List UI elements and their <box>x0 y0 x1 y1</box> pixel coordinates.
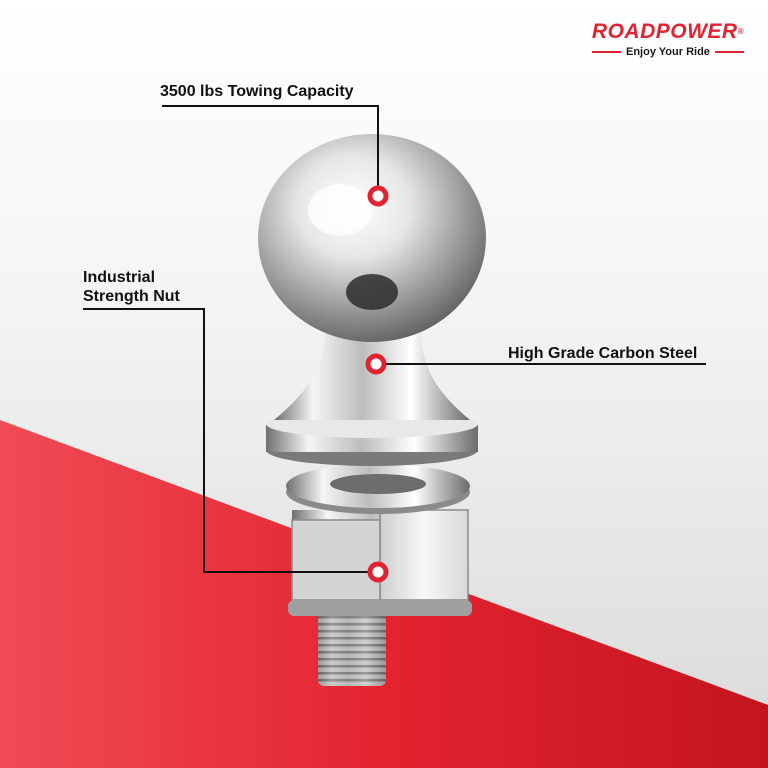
brand-name: ROADPOWER <box>591 20 738 43</box>
ball-neck <box>274 330 470 420</box>
strength-nut-label-line1: Industrial <box>83 269 156 286</box>
strength-nut-label: Industrial Strength Nut <box>83 268 180 306</box>
brand-rule-right <box>714 51 744 53</box>
hex-nut <box>288 509 472 616</box>
nut-callout-line <box>83 308 378 573</box>
lock-washer <box>286 464 470 514</box>
towing-capacity-label: 3500 lbs Towing Capacity <box>160 83 354 100</box>
nut-marker-icon <box>367 561 389 583</box>
registered-mark: ® <box>737 27 744 36</box>
strength-nut-label-line2: Strength Nut <box>83 288 180 305</box>
hitch-ball <box>258 134 486 342</box>
brand-logo: ROADPOWER® Enjoy Your Ride <box>591 20 744 58</box>
base-flange <box>266 410 478 466</box>
brand-rule-left <box>591 51 621 53</box>
ball-marker-icon <box>367 185 389 207</box>
brand-tagline: Enjoy Your Ride <box>625 46 710 58</box>
carbon-steel-label: High Grade Carbon Steel <box>508 345 698 362</box>
ball-callout-line <box>162 105 379 196</box>
steel-marker-icon <box>365 353 387 375</box>
